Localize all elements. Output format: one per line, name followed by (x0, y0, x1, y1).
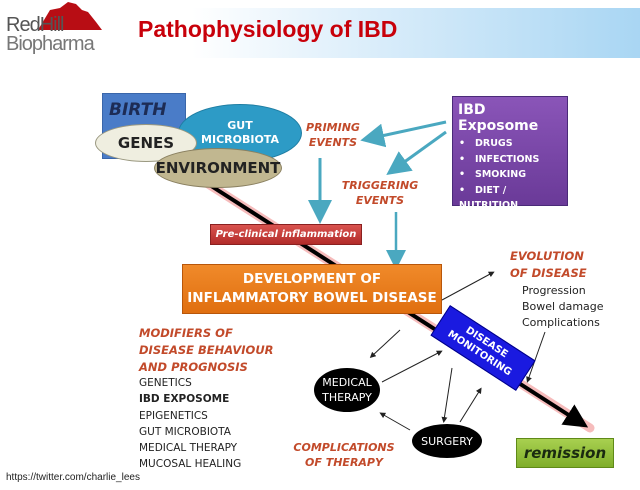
development-ibd-box: DEVELOPMENT OF INFLAMMATORY BOWEL DISEAS… (182, 264, 442, 314)
exposome-item: SMOKING (459, 167, 567, 183)
remission-box: remission (516, 438, 614, 468)
gut-label-line1: GUT (227, 119, 253, 132)
medical-therapy-ellipse: MEDICAL THERAPY (314, 368, 380, 412)
environment-ellipse: ENVIRONMENT (154, 148, 282, 188)
exposome-item: INFECTIONS (459, 152, 567, 168)
exposome-item: DRUGS (459, 136, 567, 152)
birth-label: BIRTH (109, 100, 167, 120)
triggering-events-label: TRIGGERING EVENTS (340, 178, 420, 208)
arrow-timeline-to-surgery (441, 367, 453, 423)
source-link[interactable]: https://twitter.com/charlie_lees (6, 472, 140, 483)
arrow-medical-to-timeline (381, 350, 443, 383)
genes-label: GENES (117, 134, 175, 152)
evolution-item: Complications (522, 316, 600, 329)
surgery-ellipse: SURGERY (412, 424, 482, 458)
modifiers-title-line3: AND PROGNOSIS (139, 360, 248, 374)
preclinical-inflammation-box: Pre-clinical inflammation (210, 224, 362, 245)
logo-text-biopharma: Biopharma (6, 33, 95, 55)
modifier-item: GENETICS (139, 377, 192, 389)
arrow-evolution-down (526, 331, 546, 383)
arrow-surgery-to-timeline (459, 387, 482, 423)
triggering-line1: TRIGGERING (341, 179, 419, 192)
complications-of-therapy-label: COMPLICATIONS OF THERAPY (292, 440, 396, 470)
page-title: Pathophysiology of IBD (138, 16, 398, 42)
triggering-line2: EVENTS (355, 194, 405, 207)
modifier-item: GUT MICROBIOTA (139, 425, 231, 438)
evolution-item: Bowel damage (522, 300, 604, 313)
ibd-exposome-box: IBD Exposome DRUGS INFECTIONS SMOKING DI… (452, 96, 568, 227)
header-band (0, 8, 640, 58)
development-line1: DEVELOPMENT OF (242, 271, 382, 287)
evolution-title: EVOLUTION OF DISEASE (510, 248, 587, 282)
arrow-surgery-to-medical (379, 412, 411, 431)
modifiers-title-line2: DISEASE BEHAVIOUR (139, 343, 274, 357)
medical-line2: THERAPY (322, 391, 372, 404)
development-line2: INFLAMMATORY BOWEL DISEASE (187, 290, 437, 306)
complications-line2: OF THERAPY (305, 456, 383, 469)
priming-events-label: PRIMING EVENTS (300, 120, 366, 150)
modifiers-title: MODIFIERS OF DISEASE BEHAVIOUR AND PROGN… (139, 325, 274, 376)
evolution-list: Progression Bowel damage Complications (522, 283, 604, 331)
modifier-item: MEDICAL THERAPY (139, 442, 238, 455)
priming-line1: PRIMING (306, 121, 360, 134)
evolution-title-line2: OF DISEASE (510, 266, 587, 280)
exposome-item: DIET / NUTRITION (459, 183, 567, 214)
arrow-to-evolution (441, 271, 495, 301)
exposome-list: DRUGS INFECTIONS SMOKING DIET / NUTRITIO… (453, 136, 567, 229)
modifiers-title-line1: MODIFIERS OF (139, 326, 233, 340)
environment-label: ENVIRONMENT (155, 159, 281, 177)
priming-line2: EVENTS (308, 136, 358, 149)
evolution-title-line1: EVOLUTION (510, 249, 584, 263)
arrow-exposome-to-priming (360, 120, 447, 148)
arrow-to-medical (369, 329, 401, 359)
exposome-item: ENVIRONMENT (459, 214, 567, 230)
modifiers-list: GENETICS IBD EXPOSOME EPIGENETICS GUT MI… (139, 375, 241, 473)
modifier-item: IBD EXPOSOME (139, 393, 230, 406)
logo-mountain-icon (38, 2, 102, 30)
medical-line1: MEDICAL (322, 376, 372, 389)
exposome-title: IBD Exposome (458, 102, 539, 134)
modifier-item: MUCOSAL HEALING (139, 458, 242, 471)
gut-label-line2: MICROBIOTA (201, 133, 279, 146)
evolution-item: Progression (522, 284, 586, 297)
modifier-item: EPIGENETICS (139, 409, 208, 422)
arrow-exposome-to-triggering (386, 130, 447, 176)
logo-text-redhill: RedHill (6, 14, 64, 36)
complications-line1: COMPLICATIONS (293, 441, 395, 454)
